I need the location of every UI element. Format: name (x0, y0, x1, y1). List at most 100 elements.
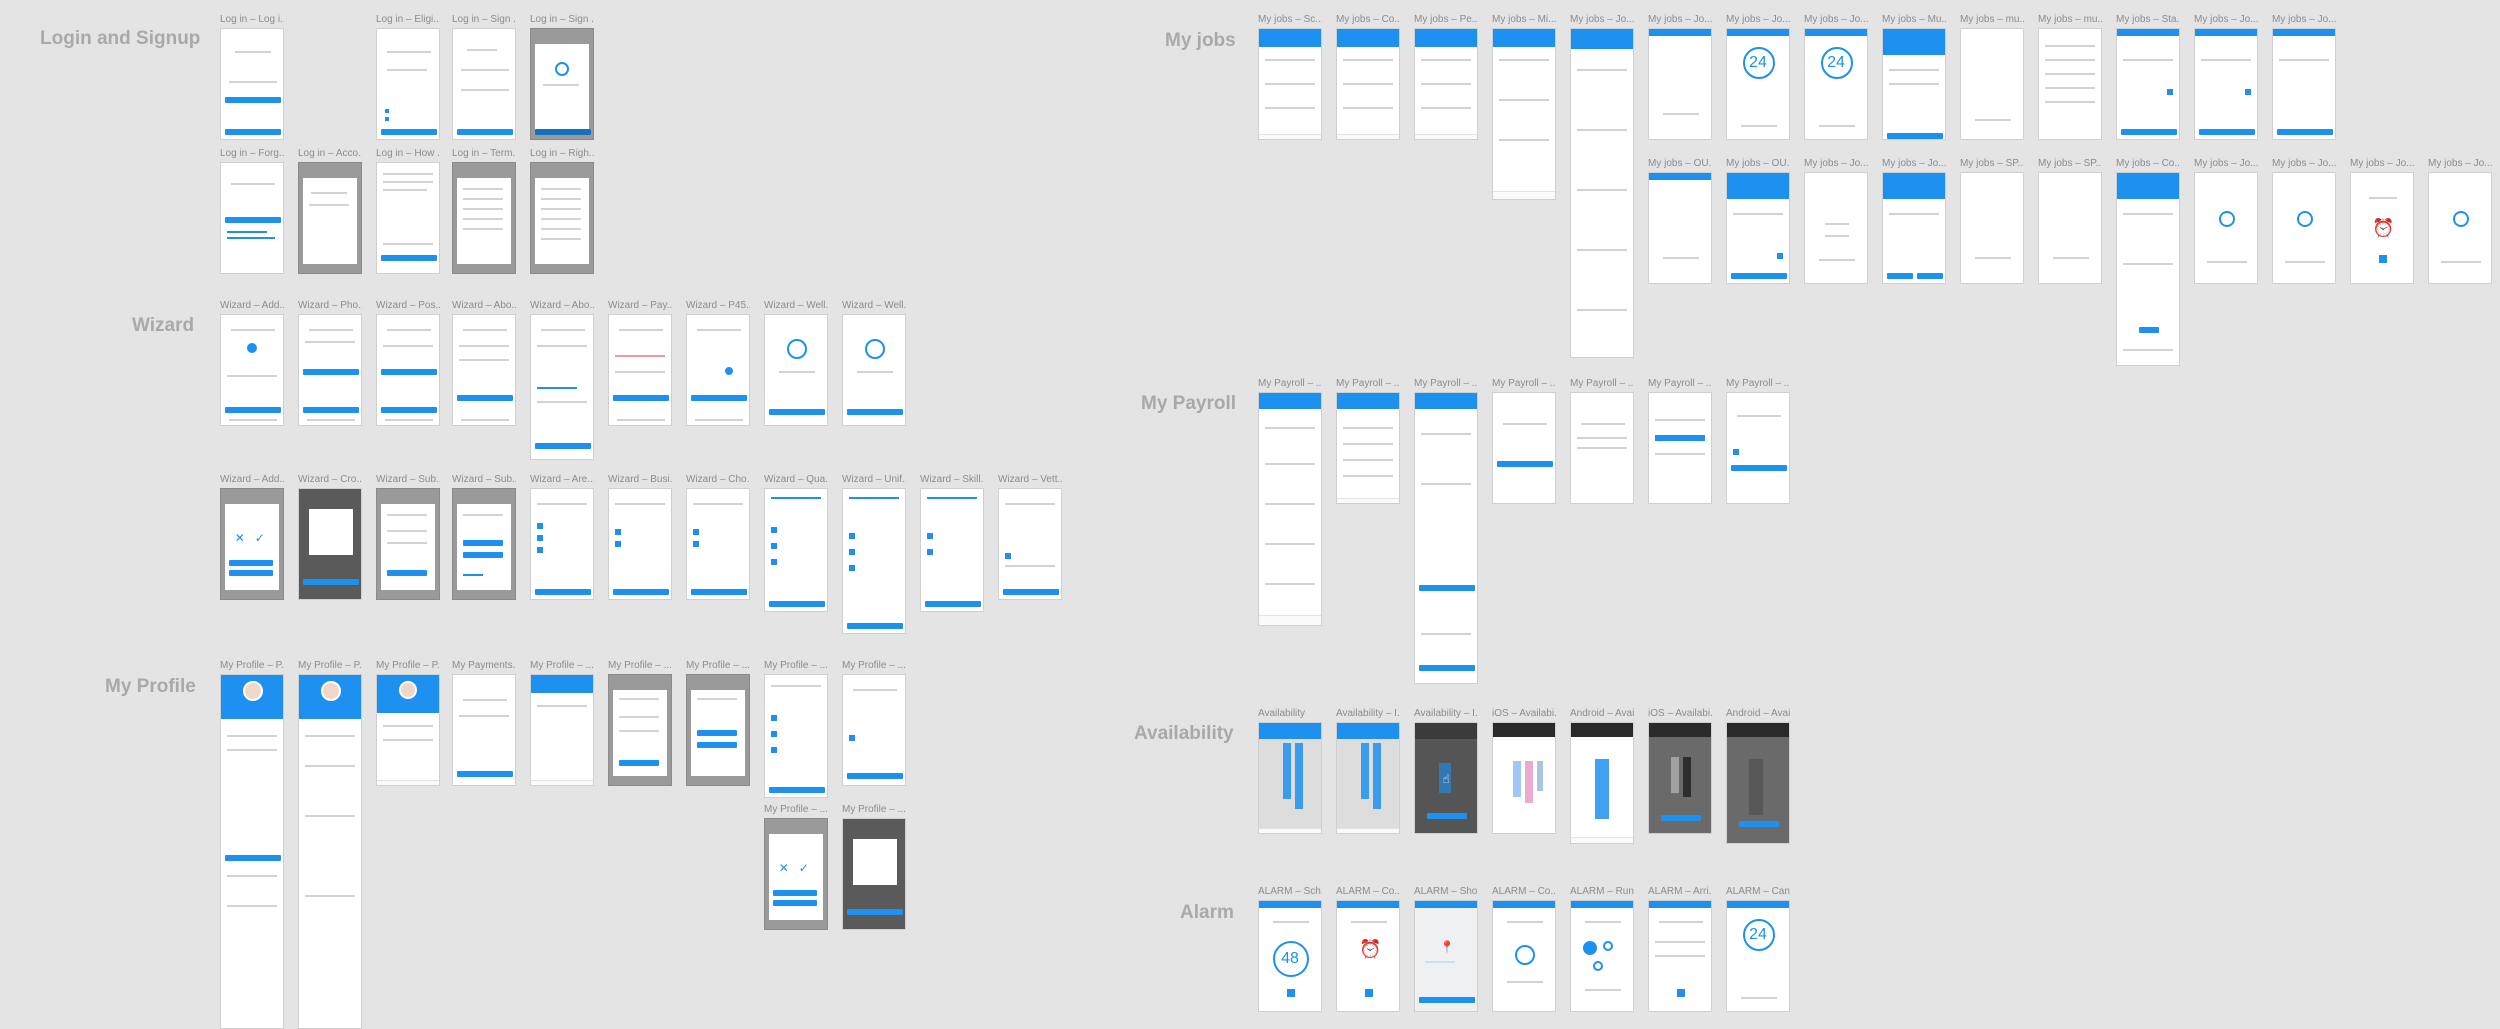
artboard[interactable]: Log in – Sign ... (530, 14, 594, 140)
artboard[interactable]: My Payroll – ... (1258, 378, 1322, 626)
artboard[interactable]: Log in – How ... (376, 148, 440, 274)
artboard[interactable]: Log in – Righ... (530, 148, 594, 274)
artboard[interactable]: Wizard – Sub... (452, 474, 516, 600)
artboard[interactable]: My Payroll – ... (1492, 378, 1556, 504)
artboard[interactable]: Log in – Term... (452, 148, 516, 274)
artboard[interactable]: My jobs – Co... (1336, 14, 1400, 140)
artboard[interactable]: ALARM – Sch... 48 (1258, 886, 1322, 1012)
artboard-label: Wizard – Well... (764, 300, 828, 311)
artboard[interactable]: My Payroll – ... (1648, 378, 1712, 504)
artboard[interactable]: Wizard – Abo... (530, 300, 594, 460)
artboard[interactable]: iOS – Availabi... (1492, 708, 1556, 834)
artboard[interactable]: Wizard – Pay... (608, 300, 672, 426)
artboard[interactable]: ALARM – Arri... (1648, 886, 1712, 1012)
artboard[interactable]: My jobs – Jo... (2272, 14, 2336, 140)
artboard[interactable]: My jobs – Sta... (2116, 14, 2180, 140)
artboard[interactable]: Availability (1258, 708, 1322, 834)
artboard[interactable]: Wizard – Well... (764, 300, 828, 426)
artboard[interactable]: Log in – Forg... (220, 148, 284, 274)
artboard[interactable]: ALARM – Co... ⏰ (1336, 886, 1400, 1012)
artboard[interactable]: My jobs – Pe... (1414, 14, 1478, 140)
artboard[interactable]: My jobs – Jo... (1570, 14, 1634, 358)
artboard-label: My jobs – Jo... (2194, 158, 2258, 169)
check-icon[interactable]: ✓ (254, 531, 265, 546)
artboard[interactable]: My jobs – OU... (1726, 158, 1790, 284)
artboard[interactable]: My Profile – ... ✕✓ (764, 804, 828, 930)
artboard[interactable]: ALARM – Sho... 📍 (1414, 886, 1478, 1012)
artboard[interactable]: Wizard – Add... ✕✓ (220, 474, 284, 600)
artboard[interactable]: My jobs – Jo... (2194, 158, 2258, 284)
artboard[interactable]: Wizard – Qua... (764, 474, 828, 612)
artboard[interactable]: Availability – I... (1336, 708, 1400, 834)
artboard-label: Wizard – Abo... (530, 300, 594, 311)
artboard[interactable]: ALARM – Run... (1570, 886, 1634, 1012)
artboard[interactable]: My jobs – SP... (1960, 158, 2024, 284)
artboard[interactable]: My Profile – ... (842, 660, 906, 786)
artboard[interactable]: My jobs – Jo... (1648, 14, 1712, 140)
artboard[interactable]: Android – Avail... (1570, 708, 1634, 844)
artboard[interactable]: Wizard – Pho... (298, 300, 362, 426)
artboard[interactable]: My jobs – Jo... (2194, 14, 2258, 140)
artboard[interactable]: My jobs – Mu... (1882, 14, 1946, 140)
artboard[interactable]: Wizard – Add... (220, 300, 284, 426)
artboard[interactable]: Wizard – Cho... (686, 474, 750, 600)
artboard[interactable]: My Payroll – ... (1726, 378, 1790, 504)
artboard[interactable]: Log in – Sign ... (452, 14, 516, 140)
close-icon[interactable]: ✕ (234, 531, 245, 546)
artboard[interactable]: My Profile – ... (842, 804, 906, 930)
artboard[interactable]: My jobs – Jo... 24 (1726, 14, 1790, 140)
artboard[interactable]: My jobs – Jo... (2272, 158, 2336, 284)
artboard[interactable]: My jobs – mu... (1960, 14, 2024, 140)
artboard[interactable]: Availability – I... ☝ (1414, 708, 1478, 834)
section-title-alarm: Alarm (1180, 902, 1234, 923)
artboard[interactable]: Log in – Log i... (220, 14, 284, 140)
artboard-label: Wizard – Qua... (764, 474, 828, 485)
artboard[interactable]: Log in – Eligi... (376, 14, 440, 140)
artboard[interactable]: My Payroll – ... (1414, 378, 1478, 684)
artboard[interactable]: Wizard – Vett... (998, 474, 1062, 600)
artboard[interactable]: My Payroll – ... (1336, 378, 1400, 504)
artboard[interactable]: Wizard – Abo... (452, 300, 516, 426)
artboard[interactable]: iOS – Availabi... (1648, 708, 1712, 834)
artboard[interactable]: ALARM – Can... 24 (1726, 886, 1790, 1012)
artboard[interactable]: Wizard – P45... (686, 300, 750, 426)
artboard[interactable]: My Profile – P... (298, 660, 362, 1029)
artboard[interactable]: Wizard – Unif... (842, 474, 906, 634)
artboard[interactable]: My jobs – Jo... (1804, 158, 1868, 284)
artboard[interactable]: My Payments... (452, 660, 516, 786)
artboard[interactable]: Wizard – Sub... (376, 474, 440, 600)
artboard[interactable]: Android – Avail... (1726, 708, 1790, 844)
artboard[interactable]: My jobs – Sc... (1258, 14, 1322, 140)
artboard[interactable]: My jobs – mu... (2038, 14, 2102, 140)
close-icon[interactable]: ✕ (778, 861, 789, 876)
artboard[interactable]: Wizard – Pos... (376, 300, 440, 426)
artboard[interactable]: My jobs – Jo... (1882, 158, 1946, 284)
artboard-label: My Payroll – ... (1336, 378, 1400, 389)
artboard[interactable]: My Profile – P... (376, 660, 440, 786)
artboard[interactable]: My Payroll – ... (1570, 378, 1634, 504)
artboard[interactable]: My jobs – Jo... (2428, 158, 2492, 284)
artboard-label: My Payroll – ... (1726, 378, 1790, 389)
artboard[interactable]: My jobs – Jo... 24 (1804, 14, 1868, 140)
artboard[interactable]: My jobs – Jo... ⏰ (2350, 158, 2414, 284)
artboard[interactable]: My jobs – Co... (2116, 158, 2180, 366)
artboard[interactable]: My jobs – SP... (2038, 158, 2102, 284)
artboard[interactable]: My Profile – ... (686, 660, 750, 786)
artboard[interactable]: Log in – Acco... (298, 148, 362, 274)
artboard[interactable]: My Profile – ... (764, 660, 828, 798)
artboard[interactable]: Wizard – Busi... (608, 474, 672, 600)
artboard[interactable]: Wizard – Skill... (920, 474, 984, 612)
artboard[interactable]: My Profile – ... (530, 660, 594, 786)
artboard[interactable]: Wizard – Well... (842, 300, 906, 426)
artboard-label: My Payroll – ... (1492, 378, 1556, 389)
check-icon[interactable]: ✓ (798, 861, 809, 876)
artboard[interactable]: My Profile – ... (608, 660, 672, 786)
artboard[interactable]: Wizard – Cro... (298, 474, 362, 600)
artboard[interactable]: My jobs – Mi... (1492, 14, 1556, 200)
artboard[interactable]: My Profile – P... (220, 660, 284, 1029)
artboard[interactable]: ALARM – Co... (1492, 886, 1556, 1012)
artboard[interactable]: Wizard – Are... (530, 474, 594, 600)
artboard[interactable]: My jobs – OU... (1648, 158, 1712, 284)
artboard-label: Wizard – Pos... (376, 300, 440, 311)
artboard-label: ALARM – Arri... (1648, 886, 1712, 897)
